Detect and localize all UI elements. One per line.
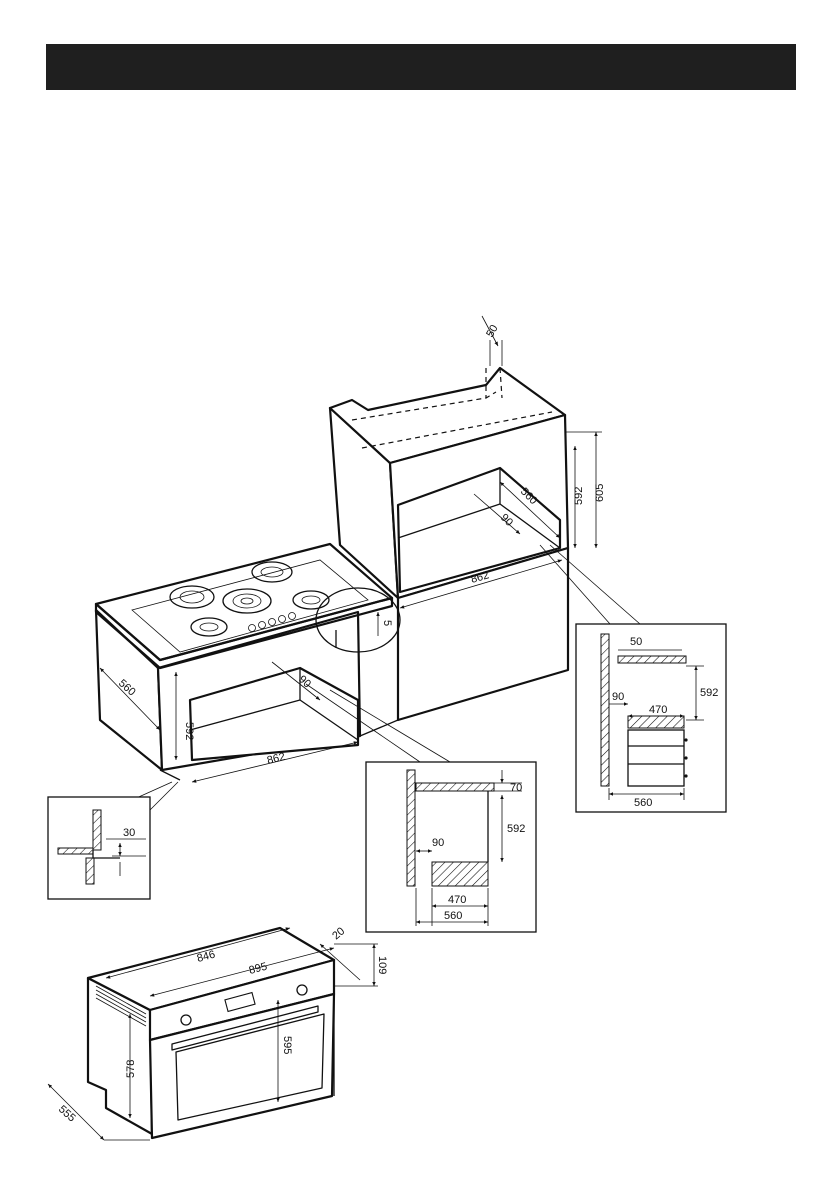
dim-tall-detail-inner-depth: 470: [649, 704, 667, 716]
dim-base-detail-back-gap: 90: [432, 837, 444, 849]
dim-base-height: 592: [183, 722, 195, 740]
tall-cabinet: [330, 368, 568, 720]
dim-oven-depth: 555: [56, 1103, 78, 1124]
dim-base-detail-height: 592: [507, 823, 525, 835]
dim-tall-detail-height: 592: [700, 687, 718, 699]
dim-tall-total-height: 605: [594, 484, 606, 502]
dim-oven-body-height: 578: [125, 1060, 137, 1078]
dim-base-detail-inner-depth: 470: [448, 894, 466, 906]
dim-plinth-gap: 30: [123, 827, 135, 839]
dim-tall-detail-top-gap: 50: [630, 636, 642, 648]
dim-oven-door-offset: 20: [330, 925, 347, 942]
detail-base: 70 592 90 470 560: [366, 762, 536, 932]
dim-tall-detail-depth: 560: [634, 797, 652, 809]
dim-tall-detail-back-gap: 90: [612, 691, 624, 703]
dim-oven-panel-height: 109: [376, 956, 388, 974]
dim-oven-front-height: 595: [281, 1036, 293, 1054]
dim-tall-niche-height: 592: [573, 487, 585, 505]
dim-base-offset: 5: [381, 620, 393, 626]
dim-base-detail-top-gap: 70: [510, 782, 522, 794]
oven-section-shape: [628, 730, 688, 786]
detail-plinth: 30: [48, 797, 150, 899]
detail-tall: 50 592 90 470 560: [576, 624, 726, 812]
dim-base-detail-depth: 560: [444, 910, 462, 922]
